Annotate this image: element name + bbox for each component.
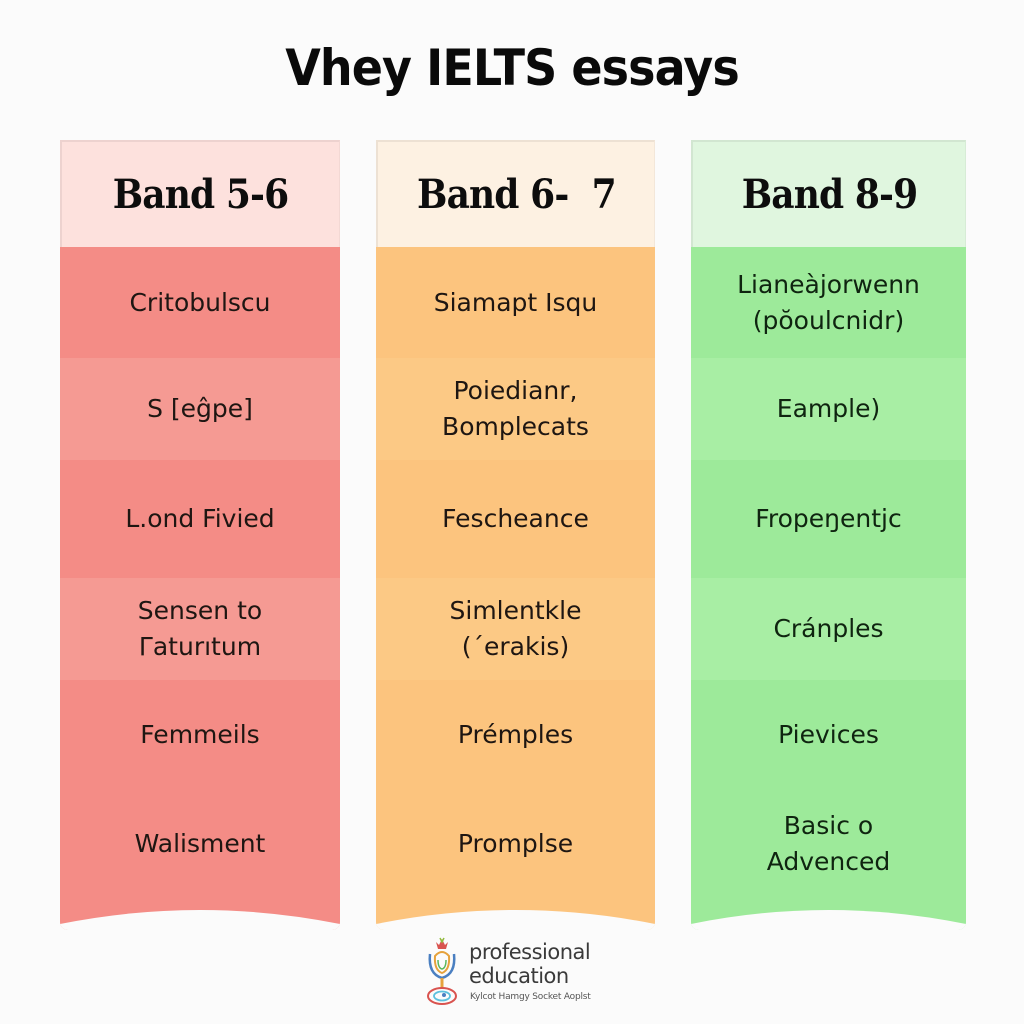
column-header-label: Band 8-9 [741, 171, 917, 218]
column-header-label: Band 5-6 [112, 171, 289, 218]
list-item: Pievices [691, 680, 966, 790]
logo-name-line2: education [469, 964, 569, 988]
professional-education-logo-icon [427, 937, 457, 1005]
brand-logo: professional education Kylcot Hamgy Sock… [422, 934, 622, 1014]
list-item: Promplse [376, 790, 655, 930]
list-item: Poiedianr, Bomplecats [376, 358, 655, 460]
concave-bottom-edge [60, 910, 340, 930]
column-header: Band 5-6 [60, 140, 340, 247]
list-item: Fropeŋentjc [691, 460, 966, 578]
list-item: Prémples [376, 680, 655, 790]
band-8-9-column: Band 8-9 Lianeàjorwenn (pŏoulcnidr) Eamp… [691, 140, 966, 930]
band-5-6-column: Band 5-6 Critobulscu S [eĝpe] L.ond Fivi… [60, 140, 340, 930]
list-item: Lianeàjorwenn (pŏoulcnidr) [691, 247, 966, 358]
page-title: Vhey IELTS essays [285, 39, 740, 97]
list-item: Siamapt Isqu [376, 247, 655, 358]
list-item: Simlentkle (´erakis) [376, 578, 655, 680]
list-item: Eample) [691, 358, 966, 460]
logo-tagline: Kylcot Hamgy Socket Aoplst [470, 992, 591, 1002]
column-body: Critobulscu S [eĝpe] L.ond Fivied Sensen… [60, 247, 340, 930]
list-item: Critobulscu [60, 247, 340, 358]
concave-bottom-edge [376, 910, 655, 930]
list-item: L.ond Fivied [60, 460, 340, 578]
list-item: Sensen to Γaturıtum [60, 578, 340, 680]
list-item: Basic o Advenced [691, 790, 966, 930]
band-6-7-column: Band 6- 7 Siamapt Isqu Poiedianr, Bomple… [376, 140, 655, 930]
logo-name: professional education [469, 940, 591, 988]
list-item: S [eĝpe] [60, 358, 340, 460]
list-item: Cránples [691, 578, 966, 680]
column-body: Siamapt Isqu Poiedianr, Bomplecats Fesch… [376, 247, 655, 930]
list-item: Fescheance [376, 460, 655, 578]
column-header: Band 6- 7 [376, 140, 655, 247]
list-item: Walisment [60, 790, 340, 930]
column-header-label: Band 6- 7 [416, 171, 617, 218]
column-header: Band 8-9 [691, 140, 966, 247]
logo-name-line1: professional [469, 940, 591, 964]
list-item: Femmeils [60, 680, 340, 790]
concave-bottom-edge [691, 910, 966, 930]
column-body: Lianeàjorwenn (pŏoulcnidr) Eample) Frope… [691, 247, 966, 930]
